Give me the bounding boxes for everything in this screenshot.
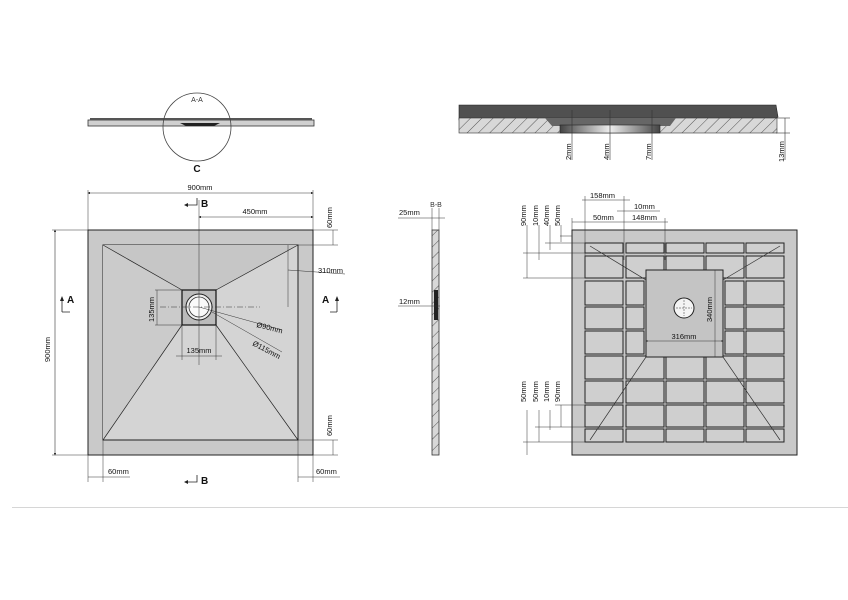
dim-border-top: 60mm bbox=[325, 207, 334, 228]
section-aa-label: A-A bbox=[191, 97, 203, 104]
detail-c-label: C bbox=[193, 164, 200, 175]
section-mark-a-right: A bbox=[322, 295, 329, 306]
dim-thickness: 25mm bbox=[399, 208, 420, 217]
dim-rib-10: 10mm bbox=[634, 202, 655, 211]
dim-left-90-bottom: 90mm bbox=[553, 381, 562, 402]
dim-rib-158: 158mm bbox=[590, 191, 615, 200]
dim-drain-box-w: 135mm bbox=[186, 346, 211, 355]
section-mark-b-top: B bbox=[201, 199, 208, 210]
dim-rib-50: 50mm bbox=[593, 213, 614, 222]
dim-border-right: 60mm bbox=[316, 467, 337, 476]
dim-overall-width: 900mm bbox=[187, 183, 212, 192]
top-view: 900mm 450mm 60mm 310mm 900mm 135mm 135mm… bbox=[43, 183, 346, 487]
dim-13mm: 13mm bbox=[777, 141, 786, 162]
dim-left-50-bottom-b: 50mm bbox=[531, 381, 540, 402]
dim-left-50-bottom-a: 50mm bbox=[519, 381, 528, 402]
detail-circle bbox=[162, 92, 232, 162]
section-bb: B-B 25mm 12mm bbox=[398, 202, 445, 456]
dim-center-h: 340mm bbox=[705, 297, 714, 322]
dim-2mm: 2mm bbox=[564, 143, 573, 160]
dim-rib-148: 148mm bbox=[632, 213, 657, 222]
page-divider bbox=[12, 507, 848, 508]
dim-4mm: 4mm bbox=[602, 143, 611, 160]
dim-drain-box-h: 135mm bbox=[147, 297, 156, 322]
dim-center-w: 316mm bbox=[671, 332, 696, 341]
detail-c-section: 2mm 4mm 7mm 13mm bbox=[458, 104, 790, 162]
dim-half-width: 450mm bbox=[242, 207, 267, 216]
bottom-view: 316mm 340mm 158mm 10mm 50mm 148mm 90mm 1… bbox=[519, 191, 798, 456]
dim-left-10-top: 10mm bbox=[531, 205, 540, 226]
dim-overall-height: 900mm bbox=[43, 337, 52, 362]
section-aa: A-A C bbox=[87, 92, 315, 175]
section-mark-b-bottom: B bbox=[201, 476, 208, 487]
dim-border-bottom: 60mm bbox=[325, 415, 334, 436]
dim-7mm: 7mm bbox=[644, 143, 653, 160]
dim-left-90-top: 90mm bbox=[519, 205, 528, 226]
section-mark-a-left: A bbox=[67, 295, 74, 306]
dim-drain-offset: 310mm bbox=[318, 266, 343, 275]
dim-left-40-top: 40mm bbox=[542, 205, 551, 226]
dim-left-10-bottom: 10mm bbox=[542, 381, 551, 402]
dim-drain-depth: 12mm bbox=[399, 297, 420, 306]
section-bb-label: B-B bbox=[430, 202, 442, 209]
dim-border-left: 60mm bbox=[108, 467, 129, 476]
dim-left-50-top: 50mm bbox=[553, 205, 562, 226]
